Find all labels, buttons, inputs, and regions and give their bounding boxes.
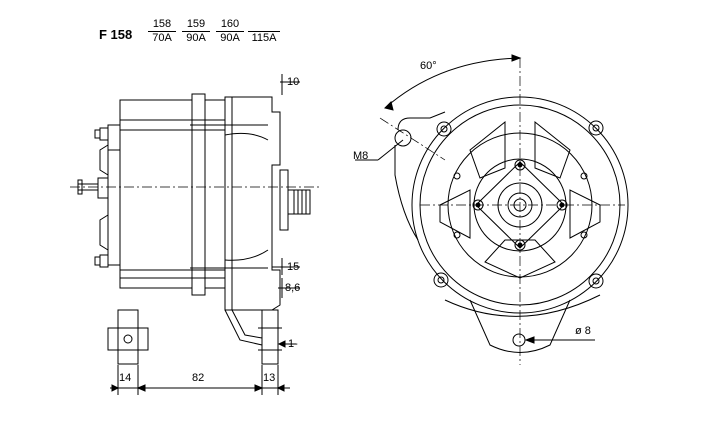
bolts bbox=[433, 120, 604, 289]
model-code: F 158 bbox=[99, 27, 133, 42]
dim-15-label: 15 bbox=[287, 261, 300, 273]
dim-10-label: 10 bbox=[287, 76, 300, 88]
angle-60-label: 60° bbox=[420, 60, 437, 72]
dim-8-6-label: 8,6 bbox=[285, 282, 301, 294]
variant-115a: 115A bbox=[248, 18, 280, 45]
hole-diameter-label: ø 8 bbox=[575, 325, 591, 337]
front-view bbox=[355, 54, 629, 365]
dim-82-label: 82 bbox=[192, 372, 205, 384]
thread-m8-label: M8 bbox=[353, 150, 369, 162]
dim-13-label: 13 bbox=[263, 372, 276, 384]
dim-1-label: 1- bbox=[288, 338, 298, 350]
side-view bbox=[70, 74, 320, 395]
dim-14-label: 14 bbox=[119, 372, 132, 384]
